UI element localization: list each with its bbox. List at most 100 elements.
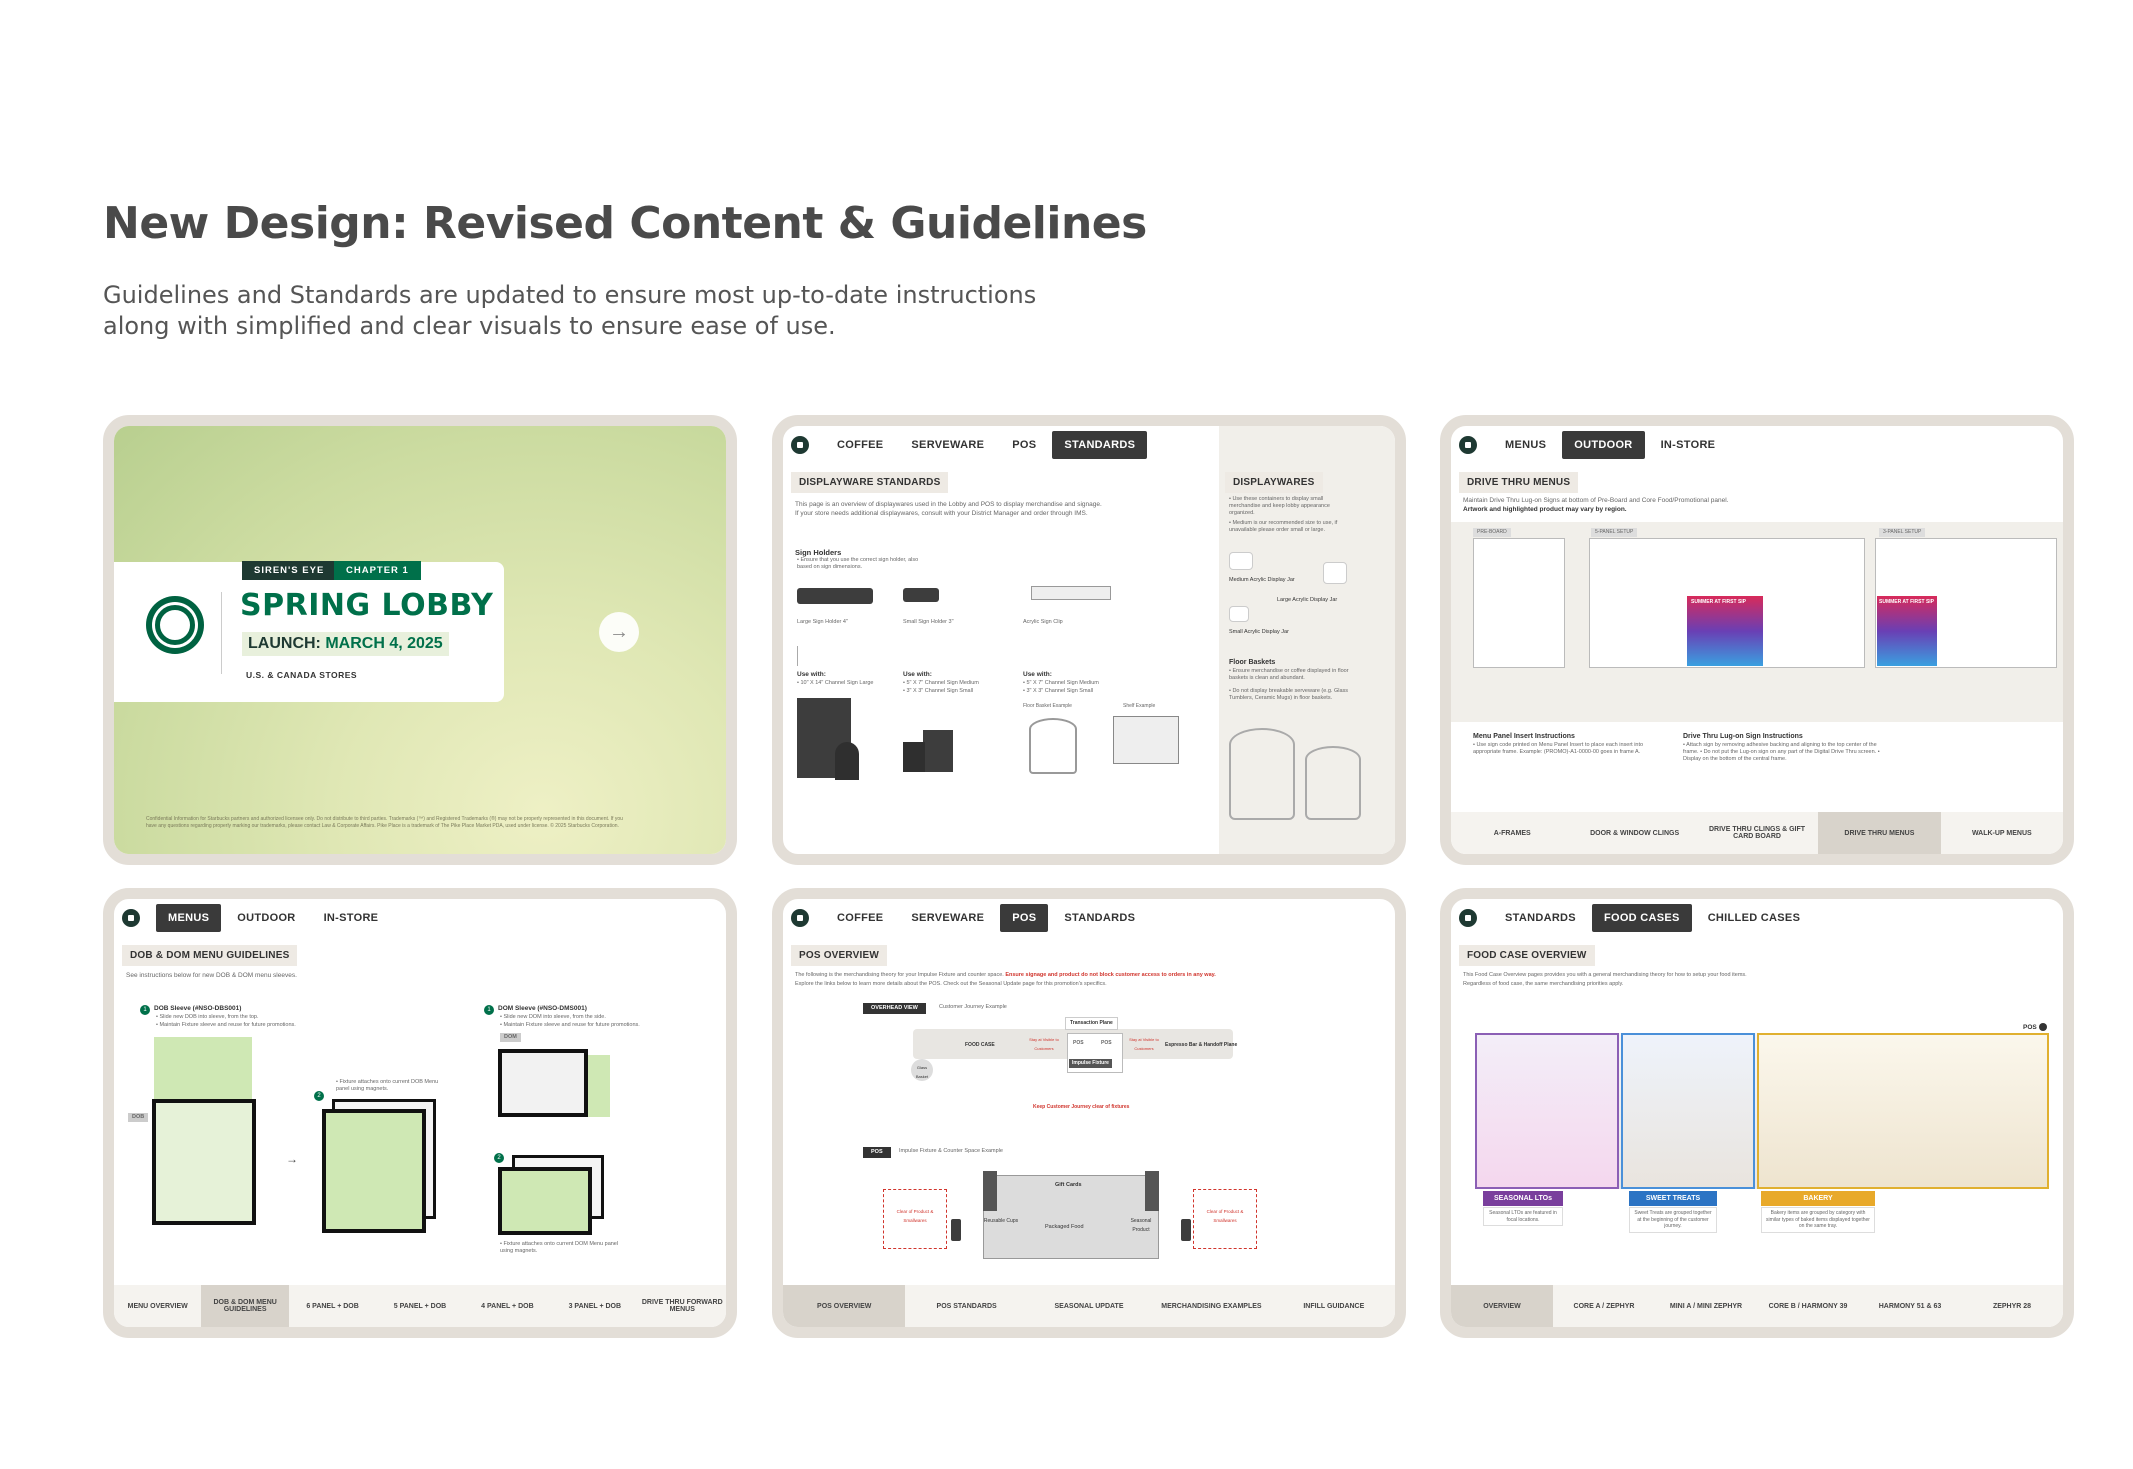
food-case-label: FOOD CASE <box>965 1042 995 1048</box>
bottom-merchandising-examples[interactable]: MERCHANDISING EXAMPLES <box>1161 1302 1262 1310</box>
lug-instructions-title: Drive Thru Lug-on Sign Instructions <box>1683 733 1803 740</box>
item-acrylic-sign-clip: Acrylic Sign Clip <box>1023 619 1063 625</box>
large-sign-holder-image <box>797 588 873 604</box>
bottom-zephyr-28[interactable]: ZEPHYR 28 <box>1992 1302 2032 1310</box>
intro-text: The following is the merchandising theor… <box>795 972 1004 978</box>
home-icon[interactable] <box>791 436 809 454</box>
promo-label-1: SUMMER AT FIRST SIP <box>1691 599 1746 605</box>
dob-fixture-front <box>322 1109 426 1233</box>
intro-line-2: Explore the links below to learn more de… <box>795 981 1107 987</box>
five-panel-label: 5-PANEL SETUP <box>1591 528 1638 537</box>
reusable-cups-label: Reusable Cups <box>983 1218 1019 1224</box>
bottom-5-panel[interactable]: 5 PANEL + DOB <box>393 1302 447 1310</box>
dom-fixture-front <box>498 1167 592 1235</box>
bottom-door-window-clings[interactable]: DOOR & WINDOW CLINGS <box>1590 829 1680 837</box>
step-1-badge-icon: 1 <box>140 1005 150 1015</box>
bottom-menu-overview[interactable]: MENU OVERVIEW <box>127 1302 188 1310</box>
bottom-drive-thru-clings[interactable]: DRIVE THRU CLINGS & GIFT CARD BOARD <box>1708 826 1806 840</box>
tab-pos[interactable]: POS <box>1012 439 1037 451</box>
tab-serveware[interactable]: SERVEWARE <box>911 439 985 451</box>
bottom-3-panel[interactable]: 3 PANEL + DOB <box>568 1302 622 1310</box>
bottom-infill-guidance[interactable]: INFILL GUIDANCE <box>1303 1302 1365 1310</box>
insert-instructions-title: Menu Panel Insert Instructions <box>1473 733 1575 740</box>
pos-link[interactable]: POS <box>2023 1023 2047 1032</box>
tab-in-store[interactable]: IN-STORE <box>1660 439 1716 451</box>
bottom-core-a[interactable]: CORE A / ZEPHYR <box>1573 1302 1635 1310</box>
bottom-6-panel[interactable]: 6 PANEL + DOB <box>306 1302 359 1310</box>
tablet-pos: COFFEE SERVEWARE POS STANDARDS POS OVERV… <box>772 888 1406 1338</box>
jar-large: Large Acrylic Display Jar <box>1277 597 1338 603</box>
bottom-overview[interactable]: OVERVIEW <box>1451 1285 1553 1327</box>
bottom-drive-thru-forward[interactable]: DRIVE THRU FORWARD MENUS <box>641 1299 723 1313</box>
use-1: • 10" X 14" Channel Sign Large <box>797 680 874 686</box>
dom-panel <box>498 1049 588 1117</box>
page-title: New Design: Revised Content & Guidelines <box>103 198 1147 249</box>
bottom-walk-up-menus[interactable]: WALK-UP MENUS <box>1971 829 2032 837</box>
bottom-4-panel[interactable]: 4 PANEL + DOB <box>481 1302 534 1310</box>
packaged-food-label: Packaged Food <box>1045 1224 1084 1230</box>
tab-menus[interactable]: MENUS <box>1505 439 1547 451</box>
dob-step-1: • Slide new DOB into sleeve, from the to… <box>156 1014 259 1020</box>
use-3b: • 3" X 3" Channel Sign Small <box>1023 688 1094 694</box>
stores-label: U.S. & CANADA STORES <box>246 670 358 680</box>
cover-fineprint: Confidential Information for Starbucks p… <box>146 816 623 829</box>
tab-standards[interactable]: STANDARDS <box>1052 431 1148 459</box>
next-arrow-icon[interactable]: → <box>599 612 639 652</box>
bottom-a-frames[interactable]: A-FRAMES <box>1493 829 1531 837</box>
bottom-seasonal-update[interactable]: SEASONAL UPDATE <box>1054 1302 1124 1310</box>
home-icon[interactable] <box>791 909 809 927</box>
bottom-dob-dom-guidelines[interactable]: DOB & DOM MENU GUIDELINES <box>201 1285 289 1327</box>
dom-step-1: • Slide new DOM into sleeve, from the si… <box>500 1014 606 1020</box>
tab-chilled-cases[interactable]: CHILLED CASES <box>1707 912 1801 924</box>
seasonal-lto-text: Seasonal LTOs are featured in focal loca… <box>1483 1207 1563 1226</box>
tab-in-store[interactable]: IN-STORE <box>323 912 379 924</box>
drive-thru-screen: MENUS OUTDOOR IN-STORE DRIVE THRU MENUS … <box>1451 426 2063 854</box>
home-icon[interactable] <box>1459 436 1477 454</box>
clear-label-2: Stay at Visible to Customers <box>1129 1037 1159 1051</box>
floor-basket-image <box>1029 718 1077 774</box>
pre-board-label: PRE-BOARD <box>1473 528 1511 537</box>
bottom-harmony[interactable]: HARMONY 51 & 63 <box>1878 1302 1942 1310</box>
sweet-treats-zone <box>1621 1033 1755 1189</box>
lug-instructions-text: • Attach sign by removing adhesive backi… <box>1683 742 1880 762</box>
impulse-fixture-image <box>983 1175 1159 1259</box>
bottom-pos-overview[interactable]: POS OVERVIEW <box>783 1285 906 1327</box>
tab-menus[interactable]: MENUS <box>156 904 222 932</box>
pos-link-label: POS <box>2023 1024 2037 1031</box>
seasonal-lto-label: SEASONAL LTOs <box>1483 1191 1563 1206</box>
fixture-right-tower <box>1145 1171 1159 1211</box>
tab-serveware[interactable]: SERVEWARE <box>911 912 985 924</box>
bottom-core-b[interactable]: CORE B / HARMONY 39 <box>1768 1302 1848 1310</box>
bakery-label: BAKERY <box>1761 1191 1875 1206</box>
tab-standards[interactable]: STANDARDS <box>1505 912 1576 924</box>
tab-coffee[interactable]: COFFEE <box>837 912 884 924</box>
pos-screen: COFFEE SERVEWARE POS STANDARDS POS OVERV… <box>783 899 1395 1327</box>
tab-food-cases[interactable]: FOOD CASES <box>1591 904 1692 932</box>
left-clear-zone <box>883 1189 947 1249</box>
tab-standards[interactable]: STANDARDS <box>1064 912 1136 924</box>
bottom-pos-standards[interactable]: POS STANDARDS <box>936 1302 997 1310</box>
jar-medium: Medium Acrylic Display Jar <box>1229 577 1295 583</box>
pos-bottom-nav: POS OVERVIEW POS STANDARDS SEASONAL UPDA… <box>783 1285 1395 1327</box>
espresso-bar-label: Espresso Bar & Handoff Plane <box>1165 1042 1238 1048</box>
home-icon[interactable] <box>1459 909 1477 927</box>
tab-outdoor[interactable]: OUTDOOR <box>237 912 296 924</box>
tab-coffee[interactable]: COFFEE <box>837 439 884 451</box>
glass-basket-icon <box>911 1059 933 1081</box>
pos-tag: POS <box>863 1147 891 1158</box>
use-with-3: Use with: <box>1023 671 1052 678</box>
tab-pos[interactable]: POS <box>1000 904 1049 932</box>
acrylic-clip-image <box>1031 586 1111 600</box>
tab-outdoor[interactable]: OUTDOOR <box>1562 431 1645 459</box>
displayware-screen: COFFEE SERVEWARE POS STANDARDS DISPLAYWA… <box>783 426 1395 854</box>
bottom-mini-a[interactable]: MINI A / MINI ZEPHYR <box>1669 1302 1743 1310</box>
dob-step-2: • Maintain Fixture sleeve and reuse for … <box>156 1022 296 1028</box>
bottom-drive-thru-menus[interactable]: DRIVE THRU MENUS <box>1818 812 1941 854</box>
promo-panel <box>1687 596 1763 666</box>
step-2-badge-icon: 2 <box>314 1091 324 1101</box>
channel-sign-medium-image <box>923 730 953 772</box>
home-icon[interactable] <box>122 909 140 927</box>
tablet-food-case: STANDARDS FOOD CASES CHILLED CASES FOOD … <box>1440 888 2074 1338</box>
logo-divider <box>221 592 222 674</box>
step-1b-badge-icon: 1 <box>484 1005 494 1015</box>
